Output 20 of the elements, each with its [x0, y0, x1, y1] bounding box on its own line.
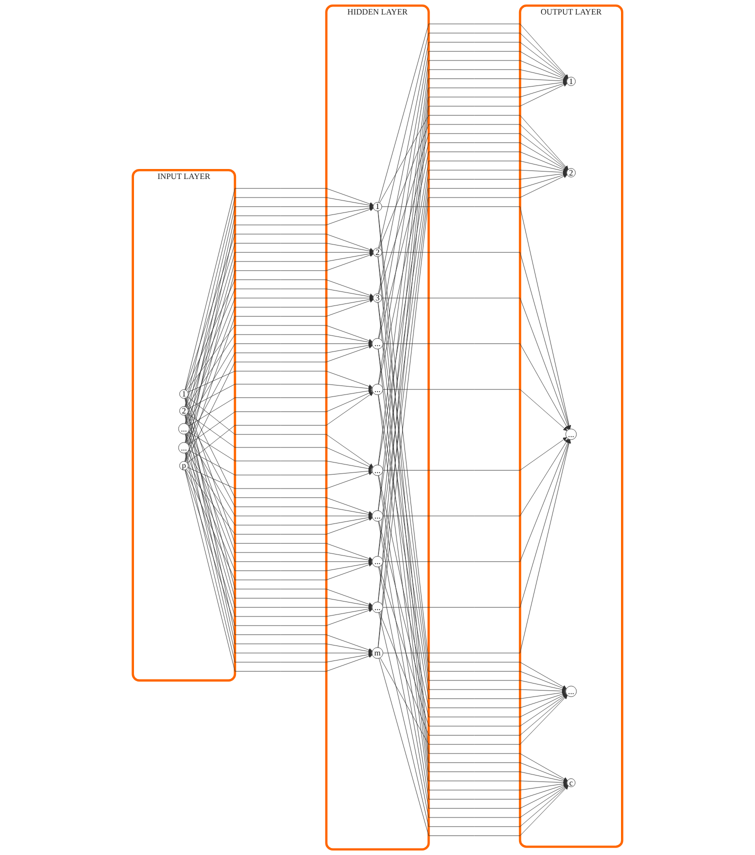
node-circle: 2	[179, 406, 188, 416]
node-circle: ...	[372, 510, 384, 522]
node-circle: 3	[372, 293, 382, 303]
node-circle: ...	[372, 602, 384, 613]
node-circle: 2	[372, 248, 382, 257]
node-circle: 1	[566, 76, 576, 86]
node-circle: ...	[372, 464, 384, 476]
node-circle: ...	[566, 686, 577, 697]
node-circle: ...	[178, 442, 190, 454]
node-circle: m	[372, 647, 384, 659]
node-circle: 1	[372, 202, 382, 212]
node-circle: ...	[372, 338, 384, 350]
node-circle: ...	[372, 556, 384, 568]
node-circle: ...	[178, 423, 190, 434]
node-circle: p	[179, 461, 188, 470]
node-circle: 1	[179, 389, 188, 399]
node-circle: 2	[566, 168, 576, 178]
node-circle: ...	[372, 384, 384, 395]
node-circle: ...	[566, 428, 577, 440]
node-circle: c	[566, 778, 576, 788]
